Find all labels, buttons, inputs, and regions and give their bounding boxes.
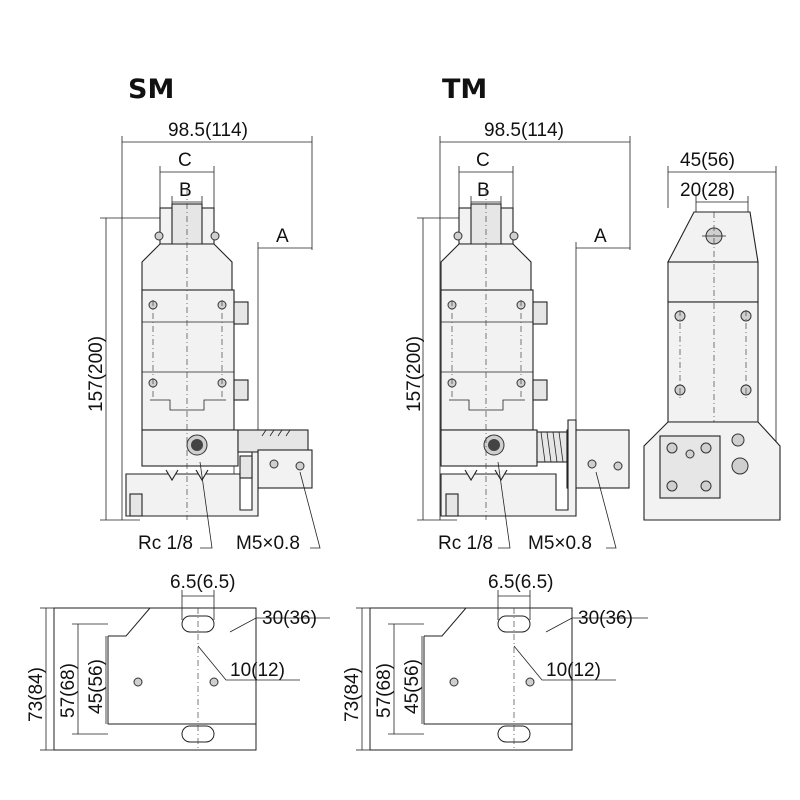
base-plate-left: 6.5(6.5) 30(36) 10(12) 73(84) 57(68) 45(… bbox=[26, 572, 330, 751]
tm-b-label: B bbox=[477, 180, 490, 201]
side-width-outer: 45(56) bbox=[680, 150, 735, 171]
sm-b-label: B bbox=[179, 180, 192, 201]
base-plate-right: 6.5(6.5) 30(36) 10(12) 73(84) 57(68) 45(… bbox=[342, 572, 648, 751]
base-left-dim-30: 30(36) bbox=[262, 608, 317, 629]
sm-title: SM bbox=[128, 74, 174, 105]
tm-port-label: Rc 1/8 bbox=[438, 533, 493, 554]
base-right-dim-10: 10(12) bbox=[546, 660, 601, 681]
tm-height-dimension: 157(200) bbox=[404, 336, 425, 412]
base-right-h3: 45(56) bbox=[402, 659, 423, 714]
sm-a-label: A bbox=[276, 226, 289, 247]
sm-width-dimension: 98.5(114) bbox=[168, 120, 248, 141]
base-left-h2: 57(68) bbox=[58, 663, 79, 718]
tm-front-view: TM 98.5(114) C B A 157(200) bbox=[404, 74, 631, 554]
base-left-dim-10: 10(12) bbox=[230, 660, 285, 681]
base-left-slot-dim: 6.5(6.5) bbox=[170, 572, 235, 593]
base-right-h2: 57(68) bbox=[374, 663, 395, 718]
base-right-dim-30: 30(36) bbox=[578, 608, 633, 629]
base-right-h1: 73(84) bbox=[342, 667, 363, 722]
tm-title: TM bbox=[442, 74, 487, 105]
tm-width-dimension: 98.5(114) bbox=[484, 120, 564, 141]
base-right-slot-dim: 6.5(6.5) bbox=[488, 572, 553, 593]
sm-height-dimension: 157(200) bbox=[86, 336, 107, 412]
tm-screw-label: M5×0.8 bbox=[528, 533, 592, 554]
base-left-h3: 45(56) bbox=[86, 659, 107, 714]
tm-a-label: A bbox=[594, 226, 607, 247]
tm-c-label: C bbox=[476, 150, 490, 171]
base-left-h1: 73(84) bbox=[26, 667, 47, 722]
side-width-inner: 20(28) bbox=[680, 180, 735, 201]
side-view: 45(56) 20(28) bbox=[643, 150, 781, 521]
sm-port-label: Rc 1/8 bbox=[138, 533, 193, 554]
sm-front-view: SM 98.5(114) C B A 157(200) bbox=[86, 74, 321, 554]
sm-screw-label: M5×0.8 bbox=[236, 533, 300, 554]
sm-c-label: C bbox=[178, 150, 192, 171]
